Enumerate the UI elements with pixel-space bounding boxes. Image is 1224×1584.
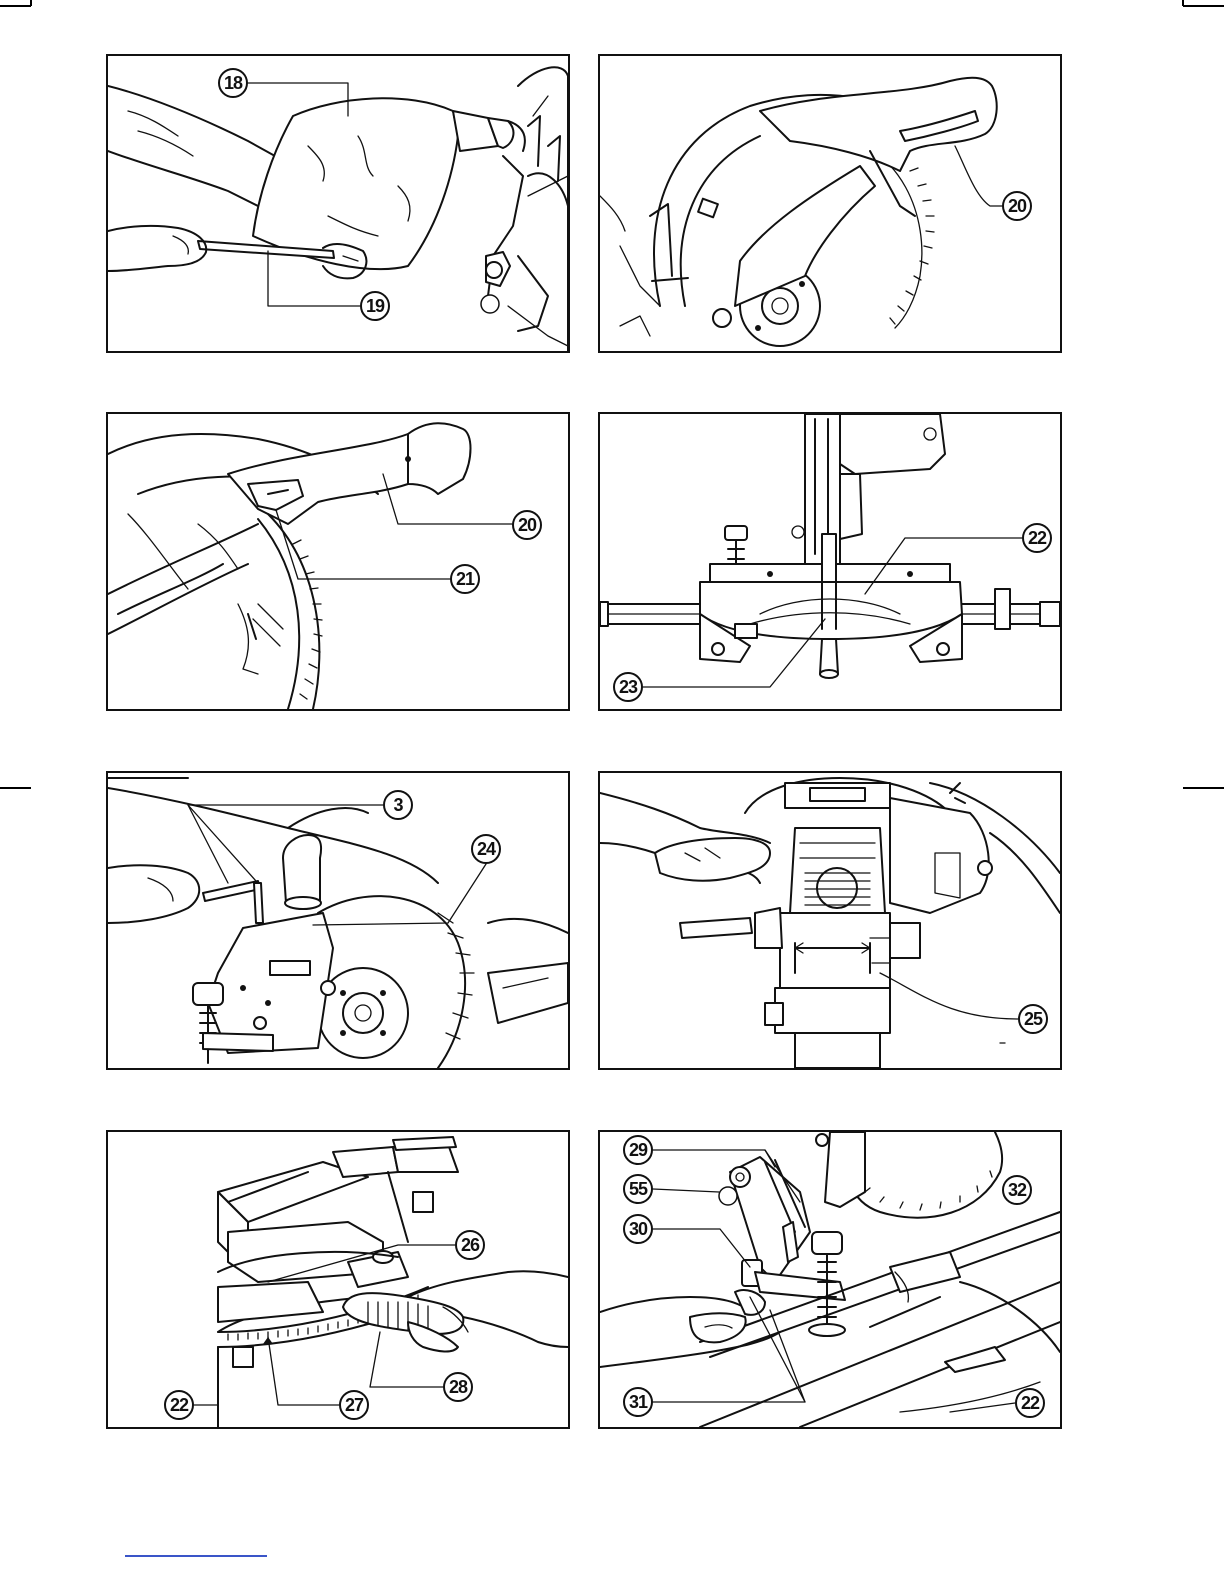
crop-mark-left-mid xyxy=(0,787,31,789)
crop-mark-top-right-h xyxy=(1183,5,1224,7)
callout-22: 22 xyxy=(1015,1388,1045,1418)
callout-24: 24 xyxy=(471,834,501,864)
callout-27: 27 xyxy=(339,1390,369,1420)
callout-28: 28 xyxy=(443,1372,473,1402)
callout-3: 3 xyxy=(383,790,413,820)
callout-23: 23 xyxy=(613,672,643,702)
figure-5-hex-wrench: 3 24 xyxy=(106,771,570,1070)
callout-55: 55 xyxy=(623,1174,653,1204)
callout-20: 20 xyxy=(512,510,542,540)
callout-18: 18 xyxy=(218,68,248,98)
callout-29: 29 xyxy=(623,1135,653,1165)
callout-22: 22 xyxy=(1022,523,1052,553)
callout-32: 32 xyxy=(1002,1175,1032,1205)
callout-30: 30 xyxy=(623,1214,653,1244)
crop-mark-right-mid xyxy=(1183,787,1224,789)
footer-rule xyxy=(125,1555,267,1557)
figure-8-vertical-vise: 29 55 30 31 32 22 xyxy=(598,1130,1062,1429)
callout-21: 21 xyxy=(450,564,480,594)
crop-mark-top-left-h xyxy=(0,5,31,7)
callout-22: 22 xyxy=(164,1390,194,1420)
callout-25: 25 xyxy=(1018,1004,1048,1034)
figure-7-miter-scale: 26 27 28 22 xyxy=(106,1130,570,1429)
figure-2-saw-handle: 20 xyxy=(598,54,1062,353)
callout-26: 26 xyxy=(455,1230,485,1260)
figure-1-dust-bag: 18 19 xyxy=(106,54,570,353)
callout-19: 19 xyxy=(360,291,390,321)
callout-31: 31 xyxy=(623,1387,653,1417)
figure-4-turn-base: 22 23 xyxy=(598,412,1062,711)
figure-6-motor-workpiece: 25 xyxy=(598,771,1062,1070)
figure-3-switch-trigger: 20 21 xyxy=(106,412,570,711)
callout-20: 20 xyxy=(1002,191,1032,221)
